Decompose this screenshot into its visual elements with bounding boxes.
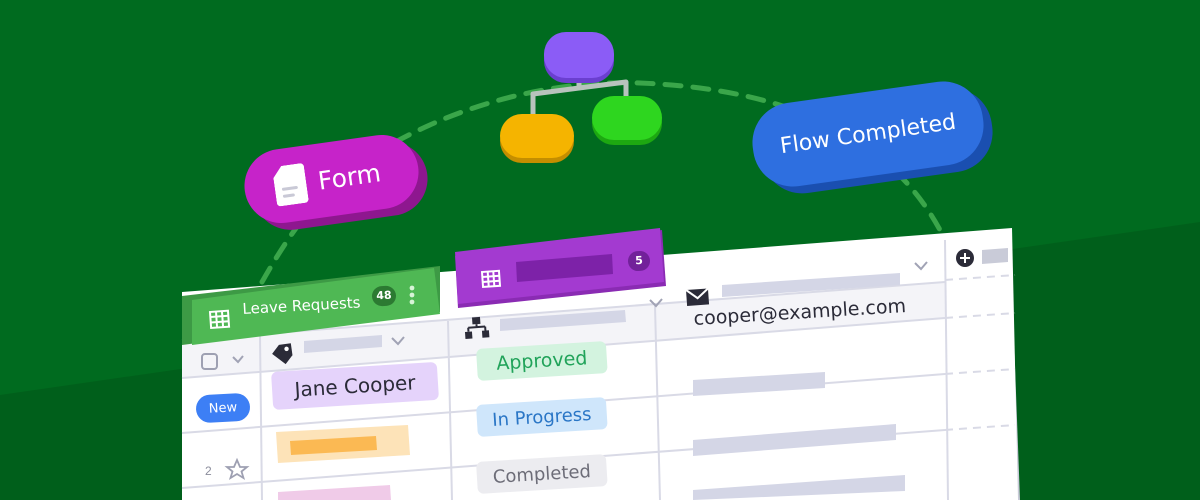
- chevron-down-icon[interactable]: [391, 336, 405, 346]
- tab-second-name-placeholder: [516, 254, 613, 282]
- chevron-down-icon[interactable]: [914, 261, 928, 271]
- chevron-down-icon[interactable]: [232, 355, 244, 364]
- email-placeholder: [693, 424, 896, 456]
- name-placeholder-bar: [290, 436, 377, 455]
- tag-icon: [272, 343, 293, 365]
- row-number: 2: [205, 464, 212, 478]
- flow-node-branch-left: [500, 114, 574, 158]
- name-placeholder-chip: [278, 485, 391, 500]
- column-title-placeholder: [500, 310, 626, 331]
- column-title-placeholder: [722, 273, 900, 297]
- column-title-placeholder: [304, 335, 382, 353]
- column-lines: [259, 239, 949, 500]
- chevron-down-icon[interactable]: [649, 298, 663, 308]
- extra-column-lines: [944, 274, 1016, 431]
- table-grid-icon: [480, 269, 502, 289]
- star-icon[interactable]: [224, 457, 250, 481]
- row-new-badge[interactable]: New: [195, 392, 251, 424]
- table-grid-icon: [208, 309, 231, 330]
- plus-circle-icon[interactable]: [956, 249, 974, 267]
- add-column-placeholder: [982, 248, 1008, 264]
- email-placeholder: [693, 475, 905, 500]
- header-row: [182, 282, 945, 378]
- envelope-icon: [685, 287, 710, 306]
- more-vertical-icon[interactable]: [409, 285, 415, 305]
- flow-node-start: [544, 32, 614, 78]
- flow-node-branch-right: [592, 96, 662, 140]
- checkbox-icon[interactable]: [201, 353, 218, 370]
- email-placeholder: [693, 372, 825, 396]
- hierarchy-icon: [464, 316, 490, 339]
